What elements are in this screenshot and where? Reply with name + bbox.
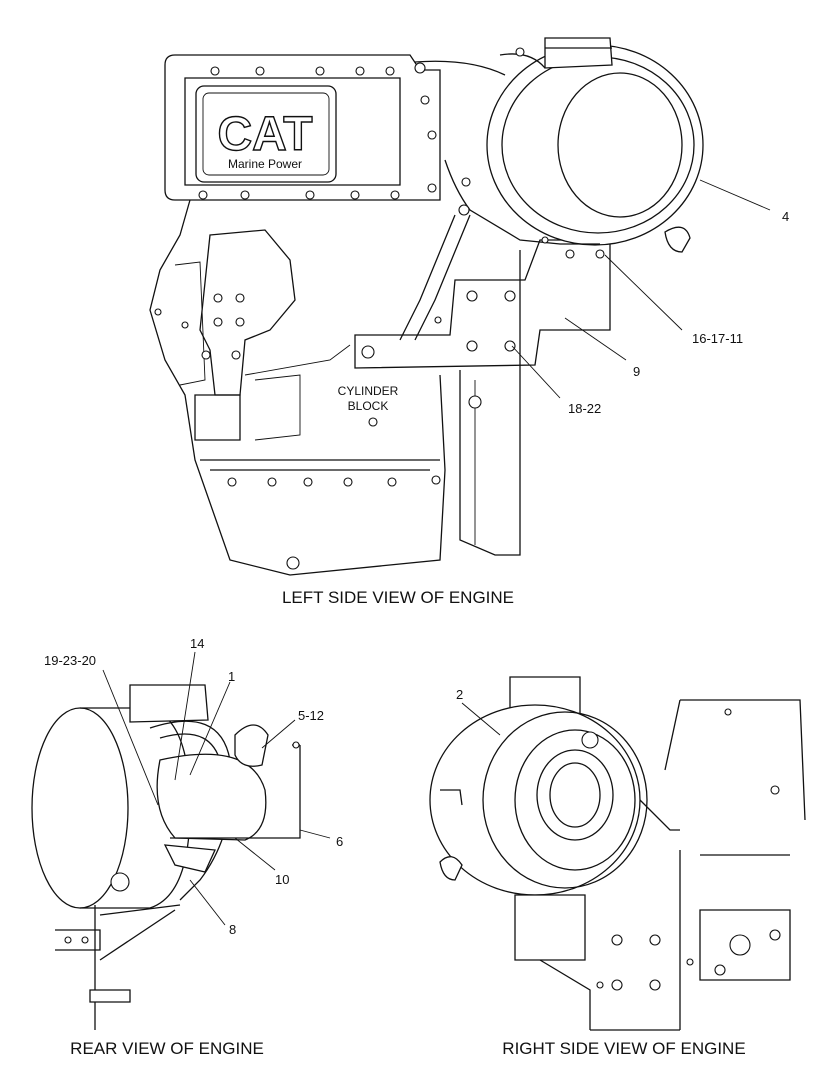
callout-14: 14	[190, 636, 204, 651]
cylinder-block-label-2: BLOCK	[348, 399, 389, 413]
callout-9: 9	[633, 364, 640, 379]
callout-10: 10	[275, 872, 289, 887]
right-side-view-caption: RIGHT SIDE VIEW OF ENGINE	[502, 1039, 745, 1058]
callout-16-17-11: 16-17-11	[692, 331, 743, 346]
head-bolts	[198, 66, 437, 200]
air-cleaner	[414, 37, 704, 259]
callout-5-12: 5-12	[298, 708, 324, 723]
callout-4: 4	[782, 209, 789, 224]
callout-19-23-20: 19-23-20	[44, 653, 96, 668]
callout-18-22: 18-22	[568, 401, 601, 416]
cylinder-block-label-1: CYLINDER	[338, 384, 399, 398]
rear-view-caption: REAR VIEW OF ENGINE	[70, 1039, 264, 1058]
marine-power-logo-text: Marine Power	[228, 157, 302, 171]
cat-logo: CAT	[217, 108, 312, 161]
right-side-view: 2 RIGHT SIDE VIEW OF ENGINE	[429, 676, 806, 1058]
callout-8: 8	[229, 922, 236, 937]
rear-view: 19-23-20 14 1 5-12 6 10 8 REAR VIEW OF E…	[31, 636, 343, 1058]
pan-bolts	[227, 475, 441, 570]
callout-6: 6	[336, 834, 343, 849]
left-side-view-caption: LEFT SIDE VIEW OF ENGINE	[282, 588, 514, 607]
left-side-view: CYLINDER BLOCK CAT Marine Power 4 16-17-…	[149, 37, 789, 607]
callout-2: 2	[456, 687, 463, 702]
callout-1: 1	[228, 669, 235, 684]
